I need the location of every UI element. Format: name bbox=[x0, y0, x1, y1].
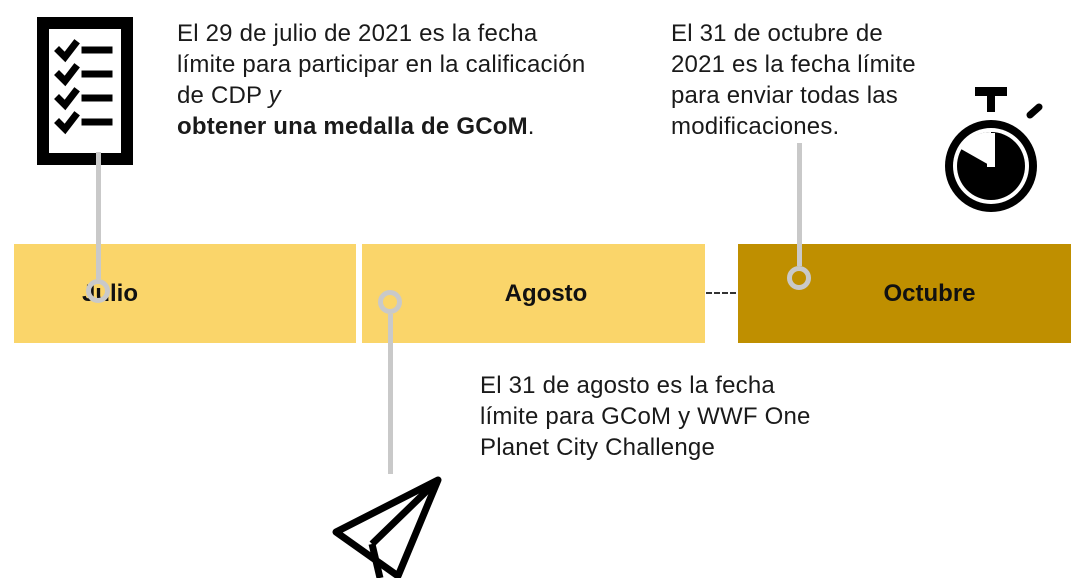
august-deadline-note: El 31 de agosto es la fecha límite para … bbox=[480, 370, 830, 463]
month-band-july: Julio bbox=[14, 244, 356, 343]
month-band-october: Octubre bbox=[738, 244, 1071, 343]
october-connector-line bbox=[797, 143, 802, 266]
july-note-italic: y bbox=[268, 82, 281, 109]
october-connector-dot bbox=[787, 266, 811, 290]
month-band-august: Agosto bbox=[362, 244, 705, 343]
july-note-text: El 29 de julio de 2021 es la fecha límit… bbox=[177, 20, 586, 109]
october-note-text: El 31 de octubre de 2021 es la fecha lím… bbox=[671, 20, 916, 140]
month-label-august: Agosto bbox=[504, 279, 588, 307]
july-note-end: . bbox=[527, 113, 535, 140]
month-label-october: Octubre bbox=[883, 279, 976, 307]
july-connector-dot bbox=[86, 279, 110, 303]
august-connector-dot bbox=[378, 290, 402, 314]
july-deadline-note: El 29 de julio de 2021 es la fecha límit… bbox=[177, 18, 597, 142]
august-note-text: El 31 de agosto es la fecha límite para … bbox=[480, 372, 811, 461]
paper-plane-icon bbox=[332, 476, 442, 578]
july-connector-line bbox=[96, 152, 101, 279]
july-note-bold: obtener una medalla de GCoM bbox=[177, 113, 528, 140]
ellipsis-dashed-line bbox=[706, 292, 736, 294]
checklist-icon bbox=[37, 17, 133, 165]
august-connector-line bbox=[388, 314, 393, 474]
october-deadline-note: El 31 de octubre de 2021 es la fecha lím… bbox=[671, 18, 943, 142]
stopwatch-icon bbox=[945, 87, 1043, 212]
